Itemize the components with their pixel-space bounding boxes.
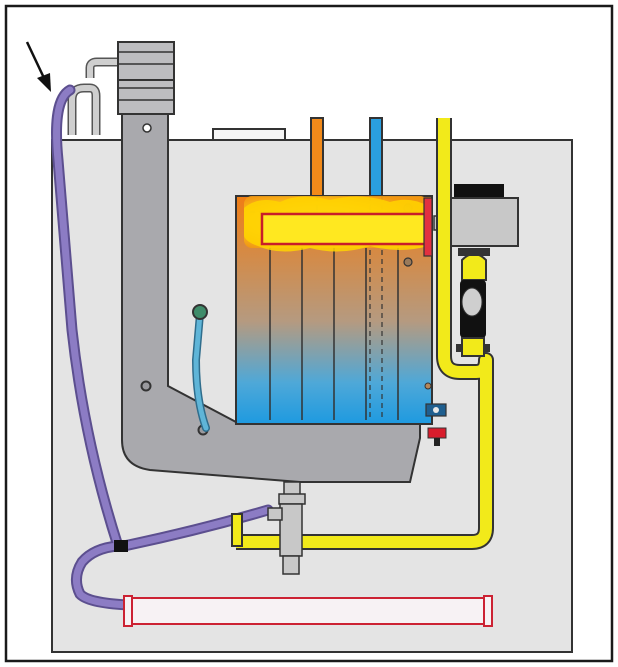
red-sensor	[427, 427, 447, 439]
condensate-trap	[123, 595, 493, 627]
cold-hose-inlet	[192, 304, 208, 320]
gas-pipe	[236, 118, 492, 548]
top-vent-cap	[212, 128, 286, 141]
gas-valve-icon	[456, 248, 490, 357]
heat-exchanger-fins	[269, 240, 399, 420]
cold-water-pipe	[369, 117, 383, 199]
fan-housing-top	[454, 184, 504, 198]
burner-tube	[260, 212, 428, 246]
arrow-icon	[25, 41, 51, 92]
flue-collar-lower	[117, 79, 175, 115]
gas-pipe-end	[231, 513, 243, 547]
flue-test-port	[142, 123, 152, 133]
hose-connector	[114, 540, 128, 552]
hx-bolt-2	[403, 257, 413, 267]
hot-water-pipe	[310, 117, 324, 199]
burner-flange	[423, 197, 433, 257]
flue-collar-upper	[117, 41, 175, 81]
condensate-hose-branch	[120, 506, 272, 550]
drain-outlet	[267, 481, 306, 575]
temp-sensor	[424, 382, 432, 390]
condensate-siphon	[67, 57, 118, 135]
cold-hose	[193, 311, 209, 431]
flue-hole-1	[140, 380, 152, 392]
